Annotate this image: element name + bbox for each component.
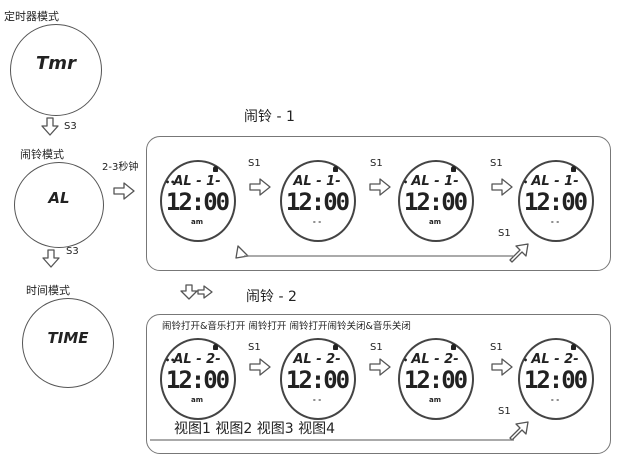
down-arrow-icon [42,249,60,268]
right-arrow-icon [197,285,213,299]
down-arrow-icon [41,117,59,136]
time-display: TIME [47,329,89,347]
s1-label: S1 [248,158,261,169]
alarm-1-view-2: AL - 1- 12:00 - - [280,160,356,242]
timer-mode-circle: Tmr [10,24,102,116]
hold-duration-label: 2-3秒钟 [102,162,139,173]
down-arrow-icon [180,284,198,300]
right-arrow-icon [249,358,271,376]
alarm-1-panel [146,136,611,271]
alarm-mode-circle: AL [14,162,104,248]
alarm-1-view-3: • AL - 1- 12:00 am [398,160,474,242]
s1-label: S1 [498,406,511,417]
s1-label: S1 [248,342,261,353]
alarm-2-view-1: •• AL - 2- 12:00 am [160,338,236,420]
s1-label: S1 [490,158,503,169]
alarm-2-panel [146,314,611,454]
alarm-2-view-2: AL - 2- 12:00 - - [280,338,356,420]
alarm-1-view-4: • AL - 1- 12:00 - - [518,160,594,242]
time-mode-label: 时间模式 [26,284,70,297]
alarm-2-title: 闹铃 - 2 [246,289,297,305]
bell-icon [213,166,218,172]
right-arrow-icon [491,358,513,376]
alarm-2-view-3: • AL - 2- 12:00 am [398,338,474,420]
s3-label-2: S3 [66,246,79,257]
s1-label: S1 [490,342,503,353]
right-arrow-icon [369,358,391,376]
alarm-2-view-4: • AL - 2- 12:00 - - [518,338,594,420]
bell-icon [213,344,218,350]
alarm-mode-label: 闹铃模式 [20,148,64,161]
alarm-2-status-caption: 闹铃打开&音乐打开 闹铃打开 闹铃打开闹铃关闭&音乐关闭 [162,321,411,332]
right-arrow-icon [369,178,391,196]
bell-icon [451,344,456,350]
right-arrow-icon [113,182,135,200]
s1-label: S1 [370,158,383,169]
s3-label-1: S3 [64,121,77,132]
s1-label: S1 [370,342,383,353]
time-mode-circle: TIME [22,298,114,388]
s1-label: S1 [498,228,511,239]
bell-icon [571,344,576,350]
bell-icon [571,166,576,172]
timer-mode-label: 定时器模式 [4,10,59,23]
return-arrow-icon [235,245,249,259]
alarm-1-title: 闹铃 - 1 [244,109,295,125]
right-arrow-icon [491,178,513,196]
diagonal-arrow-icon [509,421,529,441]
bell-icon [333,166,338,172]
diagonal-arrow-icon [509,243,529,263]
alarm-1-view-1: •• AL - 1- 12:00 am [160,160,236,242]
alarm-display: AL [48,189,70,207]
timer-display: Tmr [36,53,76,74]
right-arrow-icon [249,178,271,196]
bell-icon [333,344,338,350]
views-caption: 视图1 视图2 视图3 视图4 [174,421,335,437]
bell-icon [451,166,456,172]
